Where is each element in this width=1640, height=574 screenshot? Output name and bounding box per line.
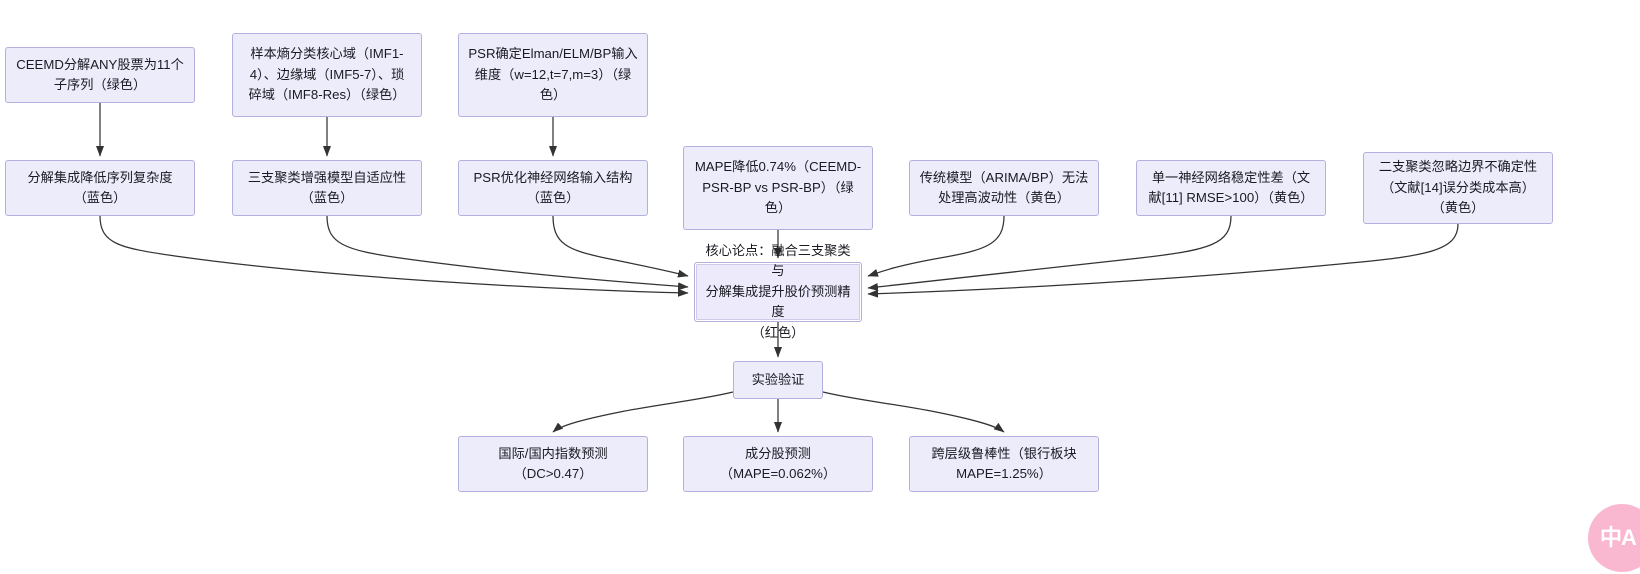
node-constituent-stock-result[interactable]: 成分股预测 （MAPE=0.062%）: [683, 436, 873, 492]
node-ceemd-decomposition[interactable]: CEEMD分解ANY股票为11个 子序列（绿色）: [5, 47, 195, 103]
edge-n10-core: [867, 223, 1459, 298]
node-psr-optimizes-network-input[interactable]: PSR优化神经网络输入结构 （蓝色）: [458, 160, 648, 216]
node-label: 单一神经网络稳定性差（文 献[11] RMSE>100）（黄色）: [1148, 169, 1314, 205]
node-label: 核心论点：融合三支聚类与 分解集成提升股价预测精度 （红色）: [705, 242, 851, 340]
watermark-badge: 中A: [1588, 504, 1640, 572]
node-label: 跨层级鲁棒性（银行板块 MAPE=1.25%）: [931, 445, 1077, 481]
edge-n4-core: [99, 215, 689, 297]
node-label: MAPE降低0.74%（CEEMD- PSR-BP vs PSR-BP）（绿 色…: [694, 159, 862, 216]
watermark-label: 中A: [1600, 524, 1637, 550]
edge-n9-core: [867, 215, 1232, 291]
node-label: 二支聚类忽略边界不确定性 （文献[14]误分类成本高） （黄色）: [1378, 159, 1538, 216]
node-two-way-clustering-boundary[interactable]: 二支聚类忽略边界不确定性 （文献[14]误分类成本高） （黄色）: [1363, 152, 1553, 224]
edge-n8-core: [867, 215, 1005, 277]
node-three-way-clustering-adaptivity[interactable]: 三支聚类增强模型自适应性 （蓝色）: [232, 160, 422, 216]
node-traditional-model-limitation[interactable]: 传统模型（ARIMA/BP）无法 处理高波动性（黄色）: [909, 160, 1099, 216]
node-label: 样本熵分类核心域（IMF1- 4）、边缘域（IMF5-7）、琐 碎域（IMF8-…: [248, 46, 406, 103]
node-label: PSR确定Elman/ELM/BP输入 维度（w=12,t=7,m=3）（绿 色…: [468, 46, 638, 103]
node-index-forecast-result[interactable]: 国际/国内指数预测 （DC>0.47）: [458, 436, 648, 492]
node-psr-input-dimension[interactable]: PSR确定Elman/ELM/BP输入 维度（w=12,t=7,m=3）（绿 色…: [458, 33, 648, 117]
node-decomposition-reduces-complexity[interactable]: 分解集成降低序列复杂度 （蓝色）: [5, 160, 195, 216]
node-label: 传统模型（ARIMA/BP）无法 处理高波动性（黄色）: [919, 169, 1089, 205]
node-cross-level-robustness-result[interactable]: 跨层级鲁棒性（银行板块 MAPE=1.25%）: [909, 436, 1099, 492]
edge-n11-n14: [822, 391, 1005, 433]
node-label: 成分股预测 （MAPE=0.062%）: [719, 445, 837, 481]
node-label: PSR优化神经网络输入结构 （蓝色）: [473, 169, 633, 205]
node-sample-entropy-classification[interactable]: 样本熵分类核心域（IMF1- 4）、边缘域（IMF5-7）、琐 碎域（IMF8-…: [232, 33, 422, 117]
edge-n11-n12: [552, 391, 734, 433]
node-label: 国际/国内指数预测 （DC>0.47）: [498, 445, 608, 481]
node-experimental-validation[interactable]: 实验验证: [733, 361, 823, 399]
node-label: CEEMD分解ANY股票为11个 子序列（绿色）: [16, 56, 184, 92]
edge-n5-core: [326, 215, 689, 291]
node-mape-reduction-evidence[interactable]: MAPE降低0.74%（CEEMD- PSR-BP vs PSR-BP）（绿 色…: [683, 146, 873, 230]
node-single-network-instability[interactable]: 单一神经网络稳定性差（文 献[11] RMSE>100）（黄色）: [1136, 160, 1326, 216]
edge-n6-core: [552, 215, 689, 278]
node-label: 实验验证: [751, 371, 805, 387]
node-core-thesis[interactable]: 核心论点：融合三支聚类与 分解集成提升股价预测精度 （红色）: [694, 243, 862, 340]
node-label: 分解集成降低序列复杂度 （蓝色）: [27, 169, 173, 205]
node-label: 三支聚类增强模型自适应性 （蓝色）: [247, 169, 407, 205]
